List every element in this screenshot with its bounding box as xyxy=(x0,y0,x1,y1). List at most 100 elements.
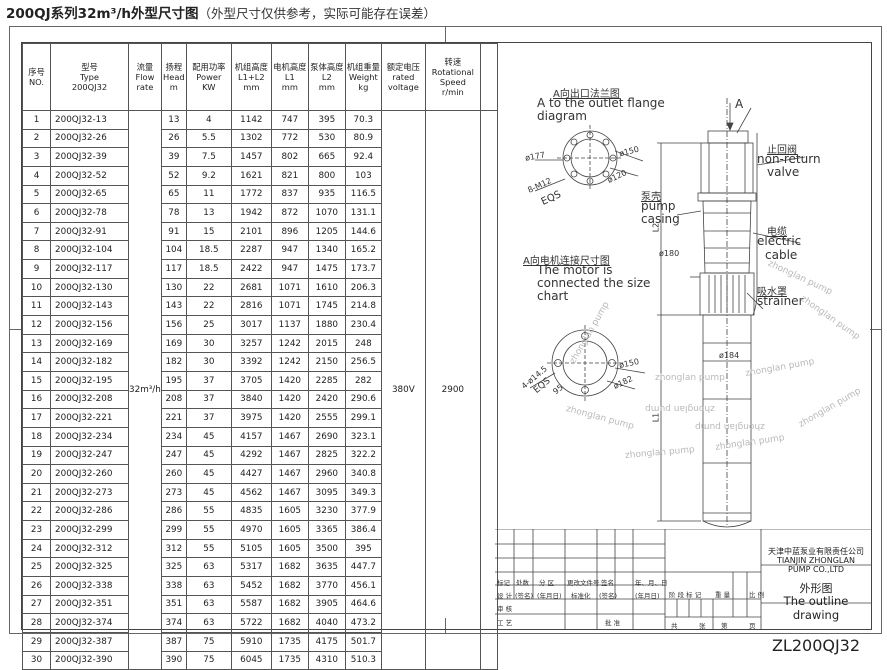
cell-pump-height: 3365 xyxy=(307,520,346,540)
cell-no: 4 xyxy=(22,165,51,186)
check-valve-en: non-return xyxy=(757,152,821,166)
cable-en: electric xyxy=(757,234,802,248)
cell-unit-height: 1621 xyxy=(230,165,272,186)
cell-power: 11 xyxy=(185,184,232,205)
cell-type: 200QJ32-117 xyxy=(50,259,129,279)
cell-motor-height: 1242 xyxy=(270,352,309,372)
cell-head: 338 xyxy=(160,576,187,596)
cell-pump-height: 935 xyxy=(307,184,346,205)
company-name-cn: 天津中蓝泵业有限责任公司 xyxy=(768,547,864,556)
check-valve-en-2: valve xyxy=(767,165,800,179)
cell-power: 45 xyxy=(185,426,232,447)
cell-no: 17 xyxy=(22,408,51,428)
cell-pump-height: 2960 xyxy=(307,464,346,484)
cell-head: 387 xyxy=(160,631,187,652)
cell-type: 200QJ32-195 xyxy=(50,370,129,391)
cell-weight: 386.4 xyxy=(344,520,382,540)
cell-unit-height: 3392 xyxy=(230,352,272,372)
cell-motor-height: 1071 xyxy=(270,296,309,317)
tb-stage-mark: 阶 段 标 记 xyxy=(669,591,702,599)
cell-type: 200QJ32-143 xyxy=(50,296,129,317)
cell-no: 2 xyxy=(22,128,51,149)
cell-motor-height: 1682 xyxy=(270,613,309,633)
cell-no: 7 xyxy=(22,221,51,242)
cell-type: 200QJ32-390 xyxy=(50,650,129,670)
cell-type: 200QJ32-169 xyxy=(50,333,129,354)
tb-approve: 批 准 xyxy=(605,619,621,627)
cell-head: 221 xyxy=(160,408,187,428)
tb-mark: 标记 xyxy=(497,579,510,587)
title-note: （外型尺寸仅供参考，实际可能存在误差） xyxy=(198,6,437,21)
cell-unit-height: 1142 xyxy=(230,110,272,130)
cell-motor-height: 772 xyxy=(270,128,309,149)
cell-unit-height: 5317 xyxy=(230,557,272,578)
cell-no: 9 xyxy=(22,259,51,279)
cell-pump-height: 2285 xyxy=(307,370,346,391)
pump-casing-en: pump xyxy=(641,199,676,213)
tb-standard: 标准化 xyxy=(571,592,591,600)
cell-head: 299 xyxy=(160,520,187,540)
cell-pump-height: 3500 xyxy=(307,538,346,559)
tb-page: 页 xyxy=(749,622,756,630)
cell-motor-height: 1242 xyxy=(270,333,309,354)
motor-view-title-en-3: chart xyxy=(537,289,569,303)
watermark: zhonglan pump xyxy=(645,403,715,413)
cell-no: 30 xyxy=(22,650,51,670)
title-block-grid xyxy=(495,529,871,629)
cell-pump-height: 1340 xyxy=(307,240,346,261)
cell-pump-height: 395 xyxy=(307,110,346,130)
cell-pump-height: 665 xyxy=(307,147,346,167)
motor-view-title-en: The motor is xyxy=(537,263,613,277)
tb-count: 处数 xyxy=(516,579,529,587)
cell-power: 37 xyxy=(185,370,232,391)
cell-head: 78 xyxy=(160,203,187,223)
tb-zone: 分 区 xyxy=(539,579,555,587)
cell-power: 45 xyxy=(185,482,232,503)
cell-head: 52 xyxy=(160,165,187,186)
cell-motor-height: 747 xyxy=(270,110,309,130)
cell-motor-height: 1467 xyxy=(270,445,309,466)
cell-no: 14 xyxy=(22,352,51,372)
cell-motor-height: 1071 xyxy=(270,277,309,298)
drawing-name-en-2: drawing xyxy=(792,608,840,622)
motor-flange-outer xyxy=(551,329,619,397)
cell-type: 200QJ32-273 xyxy=(50,482,129,503)
cell-power: 25 xyxy=(185,315,232,335)
cell-motor-height: 1605 xyxy=(270,520,309,540)
cell-power: 22 xyxy=(185,277,232,298)
cell-type: 200QJ32-234 xyxy=(50,426,129,447)
watermark: zhonglan pump xyxy=(695,421,765,431)
cell-pump-height: 1475 xyxy=(307,259,346,279)
cell-pump-height: 4310 xyxy=(307,650,346,670)
cell-type: 200QJ32-26 xyxy=(50,128,129,149)
cell-pump-height: 530 xyxy=(307,128,346,149)
tb-scale: 比 例 xyxy=(749,591,765,599)
cell-unit-height: 1457 xyxy=(230,147,272,167)
cell-type: 200QJ32-182 xyxy=(50,352,129,372)
cell-head: 117 xyxy=(160,259,187,279)
cell-motor-height: 1420 xyxy=(270,408,309,428)
cell-motor-height: 802 xyxy=(270,147,309,167)
cell-pump-height: 2150 xyxy=(307,352,346,372)
cell-head: 143 xyxy=(160,296,187,317)
tb-process: 工 艺 xyxy=(497,619,513,627)
title-main: 200QJ系列32m³/h外型尺寸图 xyxy=(6,6,199,22)
cell-type: 200QJ32-338 xyxy=(50,576,129,596)
tb-standard-sign: (签名) xyxy=(599,592,618,600)
cell-weight: 464.6 xyxy=(344,594,382,615)
